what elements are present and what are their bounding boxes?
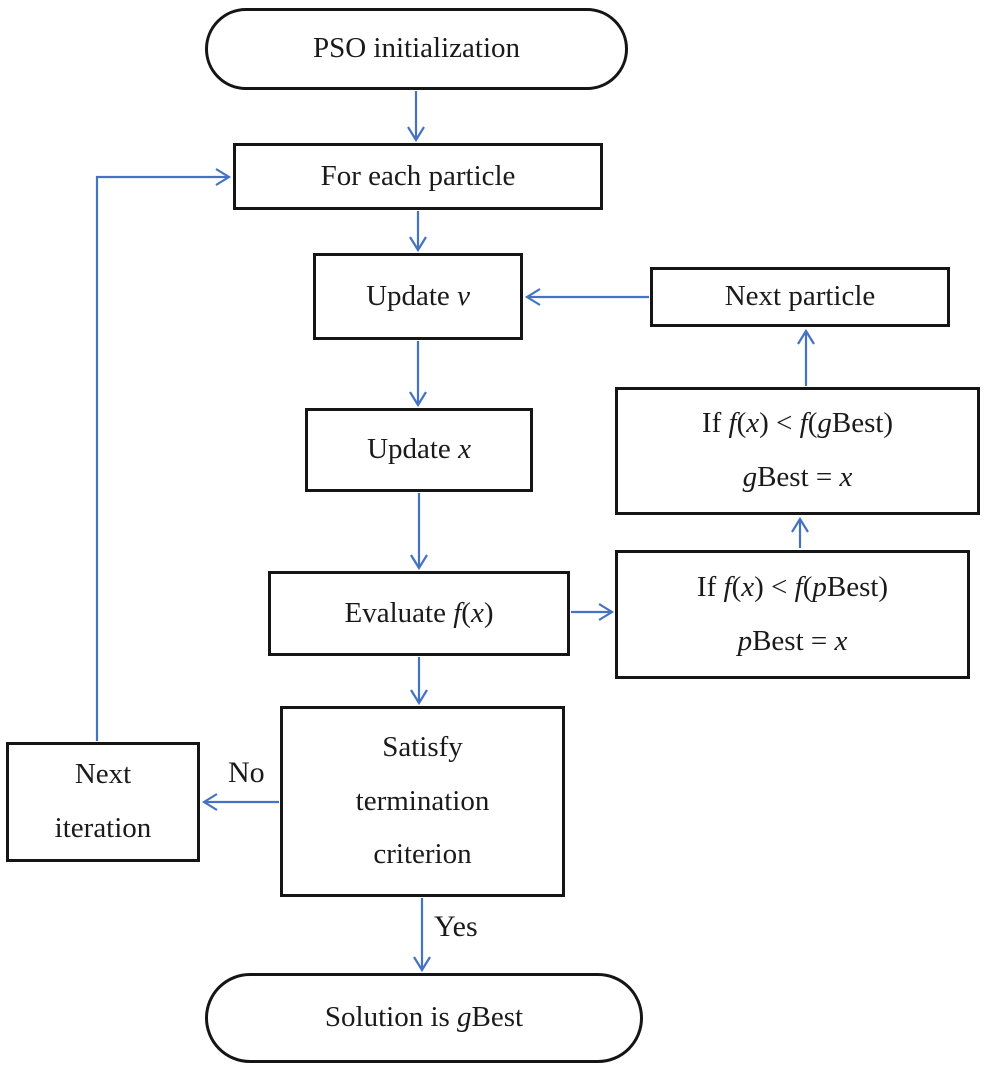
node-next-particle: Next particle bbox=[650, 267, 950, 327]
node-label: For each particle bbox=[320, 159, 516, 192]
label-yes: Yes bbox=[434, 910, 478, 943]
node-update-v: Update v bbox=[313, 253, 523, 340]
arrow-nextiteration-to-foreach bbox=[95, 168, 232, 741]
node-if-pbest-update: If f(x) < f(pBest) pBest = x bbox=[615, 550, 970, 679]
node-label: Update v bbox=[366, 279, 470, 312]
node-label: Evaluate f(x) bbox=[344, 596, 494, 629]
node-label: Solution is gBest bbox=[324, 1001, 524, 1034]
node-next-iteration: Next iteration bbox=[6, 742, 200, 862]
node-solution-gbest: Solution is gBest bbox=[205, 973, 643, 1063]
node-pso-initialization: PSO initialization bbox=[205, 8, 628, 90]
node-if-gbest-update: If f(x) < f(gBest) gBest = x bbox=[615, 387, 980, 515]
node-label-line: If f(x) < f(pBest) bbox=[696, 570, 889, 603]
node-label: PSO initialization bbox=[312, 32, 521, 65]
node-for-each-particle: For each particle bbox=[233, 143, 603, 210]
node-label-line: Next bbox=[74, 758, 132, 791]
label-no: No bbox=[228, 756, 265, 789]
node-label-line: gBest = x bbox=[742, 461, 853, 493]
node-satisfy-termination-criterion: Satisfy termination criterion bbox=[280, 706, 565, 897]
node-label: Update x bbox=[367, 433, 471, 466]
node-label-line: pBest = x bbox=[737, 624, 848, 657]
node-label-line: iteration bbox=[54, 812, 152, 844]
node-update-x: Update x bbox=[305, 408, 533, 492]
node-label-line: termination bbox=[355, 784, 490, 817]
node-label: Next particle bbox=[724, 280, 876, 313]
node-label-line: Satisfy bbox=[382, 731, 463, 764]
node-label-line: criterion bbox=[373, 838, 472, 871]
node-evaluate-fx: Evaluate f(x) bbox=[268, 571, 570, 656]
node-label-line: If f(x) < f(gBest) bbox=[701, 407, 894, 440]
